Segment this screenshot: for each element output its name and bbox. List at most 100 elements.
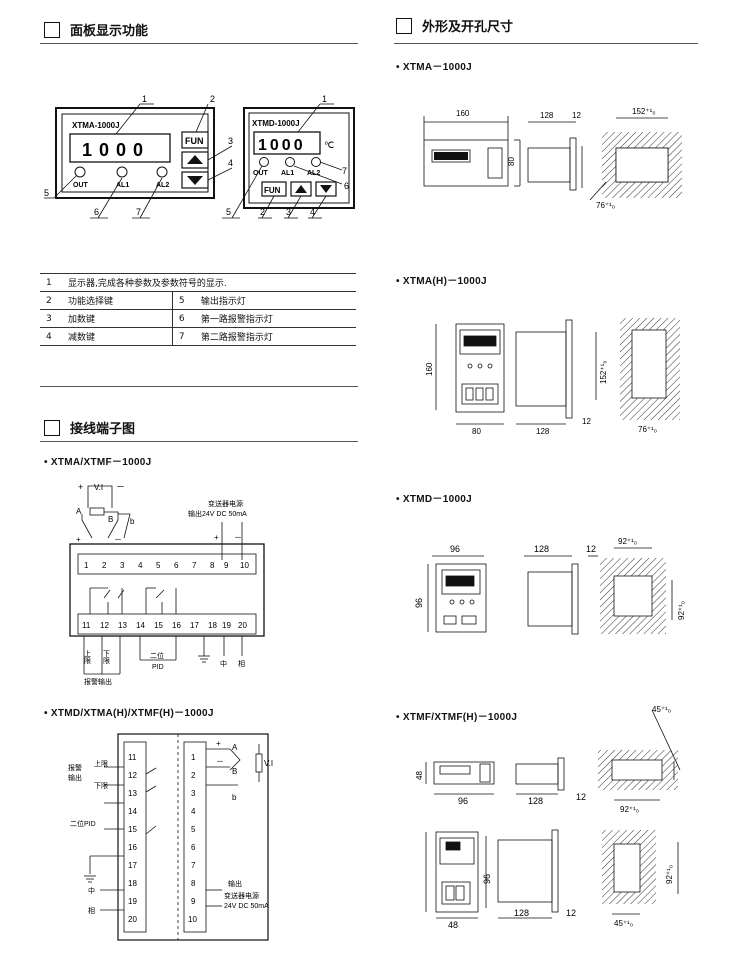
supply-label-2: 输出24V DC 50mA bbox=[188, 509, 247, 518]
dim2-152: 152⁺¹₀ bbox=[599, 360, 608, 384]
dim4-92-side: 92⁺¹₀ bbox=[665, 865, 674, 884]
callout-7: 7 bbox=[136, 207, 141, 217]
wiring-diagram-1: + V.I － A B b + － 变送器电源 输出24V DC 50mA + … bbox=[69, 482, 265, 686]
rtd-b2-label: b bbox=[130, 517, 135, 526]
legend-num: 7 bbox=[172, 327, 195, 346]
dim4-48-side: 48 bbox=[415, 771, 424, 780]
xtmd-fun-button[interactable]: FUN bbox=[264, 186, 281, 195]
dim4-92-bottom: 92⁺¹₀ bbox=[620, 805, 639, 814]
callout-2: 2 bbox=[210, 94, 215, 104]
dim4-45-bottom: 45⁺¹₀ bbox=[614, 919, 633, 928]
xtma-out-label: OUT bbox=[73, 182, 89, 189]
alarm-output-label: 报警输出 bbox=[84, 677, 112, 686]
terminal: 16 bbox=[172, 621, 181, 630]
terminal: 10 bbox=[188, 915, 197, 924]
v2-a-label: A bbox=[232, 743, 238, 752]
dim3-96-side: 96 bbox=[414, 598, 424, 608]
terminal: 18 bbox=[128, 879, 137, 888]
xtmd-callout-1: 1 bbox=[322, 94, 327, 104]
legend-num: 3 bbox=[40, 309, 62, 328]
terminal: 11 bbox=[128, 753, 137, 762]
v2-output-right: 输出 bbox=[228, 879, 242, 888]
xtmd-callout-4: 4 bbox=[310, 207, 315, 217]
dim2-80: 80 bbox=[472, 427, 481, 436]
checkbox-icon bbox=[44, 419, 60, 436]
v2-b2-label: b bbox=[232, 793, 237, 802]
pid-label: PID bbox=[152, 664, 164, 671]
dim2-12: 12 bbox=[582, 417, 591, 426]
v2-upper-label: 上限 bbox=[94, 759, 108, 768]
legend-num: 4 bbox=[40, 327, 62, 346]
dim-80: 80 bbox=[507, 157, 516, 166]
tc-plus: + bbox=[76, 535, 81, 544]
terminal: 1 bbox=[84, 561, 89, 570]
v2-supply-spec: 24V DC 50mA bbox=[224, 903, 269, 910]
legend-num: 6 bbox=[172, 309, 195, 328]
dim4-45-top: 45⁺¹₀ bbox=[652, 705, 671, 714]
dim3-128: 128 bbox=[534, 544, 549, 554]
legend-row: 2 功能选择键 5 输出指示灯 bbox=[40, 291, 356, 310]
wiring-section-title: 接线端子图 bbox=[44, 418, 135, 437]
terminal: 14 bbox=[136, 621, 145, 630]
middle-label: 中 bbox=[220, 659, 227, 668]
terminal: 20 bbox=[238, 621, 247, 630]
wiring-top-rule bbox=[40, 386, 358, 387]
checkbox-icon bbox=[396, 17, 412, 34]
xtmd-out-label: OUT bbox=[253, 170, 269, 177]
dim3-96-top: 96 bbox=[450, 544, 460, 554]
terminal: 9 bbox=[191, 897, 196, 906]
dim-76: 76⁺¹₀ bbox=[596, 201, 615, 210]
dim-heading-4-text: XTMF/XTMF(H)－1000J bbox=[402, 712, 518, 723]
dim2-128: 128 bbox=[536, 427, 550, 436]
callout-4: 4 bbox=[228, 158, 233, 168]
wiring-heading-1: • XTMA/XTMF－1000J bbox=[44, 457, 152, 468]
outline-title-rule bbox=[394, 43, 698, 44]
two-pos-label: 二位 bbox=[150, 651, 164, 660]
xtma-fun-button[interactable]: FUN bbox=[185, 136, 204, 146]
dim-12: 12 bbox=[572, 111, 581, 120]
terminal: 15 bbox=[154, 621, 163, 630]
dim4-48-bottom: 48 bbox=[448, 920, 458, 930]
dim-drawing-1: 160 80 128 12 152⁺¹₀ 76⁺¹₀ bbox=[423, 107, 682, 210]
terminal: 3 bbox=[120, 561, 125, 570]
down-arrow-icon bbox=[187, 176, 203, 185]
top-terminal-labels: 1 2 3 4 5 6 7 8 9 10 bbox=[84, 561, 249, 570]
minus-sign: － bbox=[116, 482, 125, 492]
outline-section-title-text: 外形及开孔尺寸 bbox=[422, 20, 514, 35]
dim-heading-2-text: XTMA(H)－1000J bbox=[402, 276, 487, 287]
v2-pid-label: 二位PID bbox=[70, 819, 96, 828]
tc-minus: － bbox=[114, 535, 122, 544]
dim-drawing-2: 160 80 128 12 152⁺¹₀ 76⁺¹₀ bbox=[425, 318, 680, 436]
panel-section-title: 面板显示功能 bbox=[44, 20, 148, 39]
terminal: 5 bbox=[156, 561, 161, 570]
supply-plus: + bbox=[214, 533, 219, 542]
right-terminals: 1 2 3 4 5 6 7 8 9 10 bbox=[188, 753, 197, 924]
dim4-128-b: 128 bbox=[514, 908, 529, 918]
resistor-icon bbox=[89, 507, 105, 516]
up-arrow-icon bbox=[295, 185, 307, 193]
dim-160: 160 bbox=[456, 109, 470, 118]
v2-supply-label: 变送器电源 bbox=[224, 891, 259, 900]
terminal: 15 bbox=[128, 825, 137, 834]
v2-b-label: B bbox=[232, 767, 237, 776]
dim4-12-b: 12 bbox=[566, 908, 576, 918]
xtmd-unit-label: ℃ bbox=[324, 140, 334, 150]
legend-text: 显示器,完成各种参数及参数符号的显示. bbox=[62, 273, 356, 292]
bottom-terminal-labels: 11 12 13 14 15 16 17 18 19 20 bbox=[82, 621, 247, 630]
dim3-92-side: 92⁺¹₀ bbox=[677, 601, 686, 620]
legend-num: 2 bbox=[40, 291, 62, 310]
dim4-12: 12 bbox=[576, 792, 586, 802]
terminal: 6 bbox=[191, 843, 196, 852]
terminal: 8 bbox=[191, 879, 196, 888]
legend-row: 1 显示器,完成各种参数及参数符号的显示. bbox=[40, 273, 356, 292]
xtmd-model-label: XTMD-1000J bbox=[252, 119, 300, 128]
xtma-display-value: 1000 bbox=[82, 140, 150, 160]
v2-minus: － bbox=[216, 757, 224, 766]
dim-heading-4: • XTMF/XTMF(H)－1000J bbox=[396, 712, 518, 723]
panel-diagram: XTMA-1000J 1000 FUN OUT AL1 AL2 1 2 3 4 … bbox=[44, 94, 355, 219]
v2-middle-label: 中 bbox=[88, 886, 95, 895]
terminal: 12 bbox=[128, 771, 137, 780]
terminal: 19 bbox=[128, 897, 137, 906]
terminal: 20 bbox=[128, 915, 137, 924]
legend-text: 功能选择键 bbox=[62, 291, 173, 310]
